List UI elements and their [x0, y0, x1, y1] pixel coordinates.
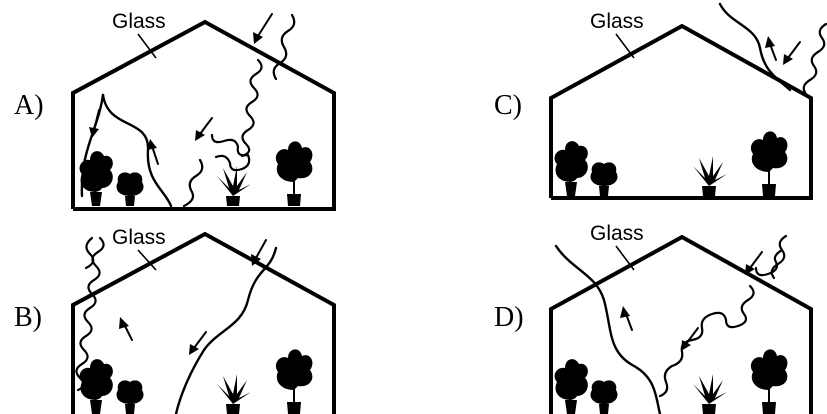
option-c-greenhouse — [549, 23, 813, 200]
option-d: D) Glass — [494, 222, 813, 414]
option-b: B) Glass — [14, 226, 336, 414]
option-d-inside-arrow — [681, 327, 699, 351]
option-d-inside-wave — [658, 284, 755, 398]
option-d-greenhouse — [549, 234, 813, 414]
option-a-greenhouse — [71, 19, 336, 211]
option-a-glass-leader — [137, 33, 157, 59]
option-d-glass-label: Glass — [590, 222, 644, 245]
option-a-inside-arrow — [195, 117, 213, 141]
option-d-reflected-curve — [554, 244, 662, 414]
option-b-glass-label: Glass — [112, 226, 166, 249]
option-c-label: C) — [494, 90, 522, 121]
option-b-reradiated-wave — [75, 236, 105, 392]
option-b-incoming-curve — [174, 246, 278, 414]
option-c-up-arrow — [765, 36, 777, 61]
option-a-down-arrow — [89, 109, 100, 138]
option-b-label: B) — [14, 302, 42, 333]
option-a-up-arrow — [147, 139, 159, 165]
option-d-incoming-arrow — [745, 251, 763, 275]
option-d-incoming-wave — [754, 234, 788, 280]
option-a-wave-to-plants — [182, 133, 251, 208]
option-d-plants — [554, 349, 788, 414]
option-a-plants — [79, 141, 313, 206]
option-d-label: D) — [494, 302, 524, 333]
option-c-reflected-curve — [718, 2, 792, 92]
option-d-up-arrow — [620, 306, 633, 331]
option-a-label: A) — [14, 90, 44, 121]
option-c-incoming-wave — [802, 22, 827, 96]
option-a: A) Glass — [14, 10, 336, 211]
option-a-incoming-outside-wave — [272, 13, 296, 81]
option-b-greenhouse — [71, 231, 336, 414]
option-a-glass-label: Glass — [112, 10, 166, 33]
option-a-branch-to-plant — [80, 93, 105, 198]
option-c: C) Glass — [494, 2, 827, 200]
option-b-up-arrow — [119, 317, 133, 341]
option-c-plants — [554, 131, 788, 196]
option-a-inside-wave — [240, 58, 263, 158]
option-a-incoming-arrow — [253, 13, 273, 44]
option-b-glass-leader — [137, 249, 157, 271]
option-b-inside-arrow — [189, 331, 207, 355]
option-c-incoming-arrow — [783, 41, 801, 65]
option-b-incoming-arrow — [251, 239, 267, 266]
option-a-reflected-curve — [101, 93, 173, 208]
option-c-glass-label: Glass — [590, 10, 644, 33]
option-b-plants — [79, 349, 313, 414]
